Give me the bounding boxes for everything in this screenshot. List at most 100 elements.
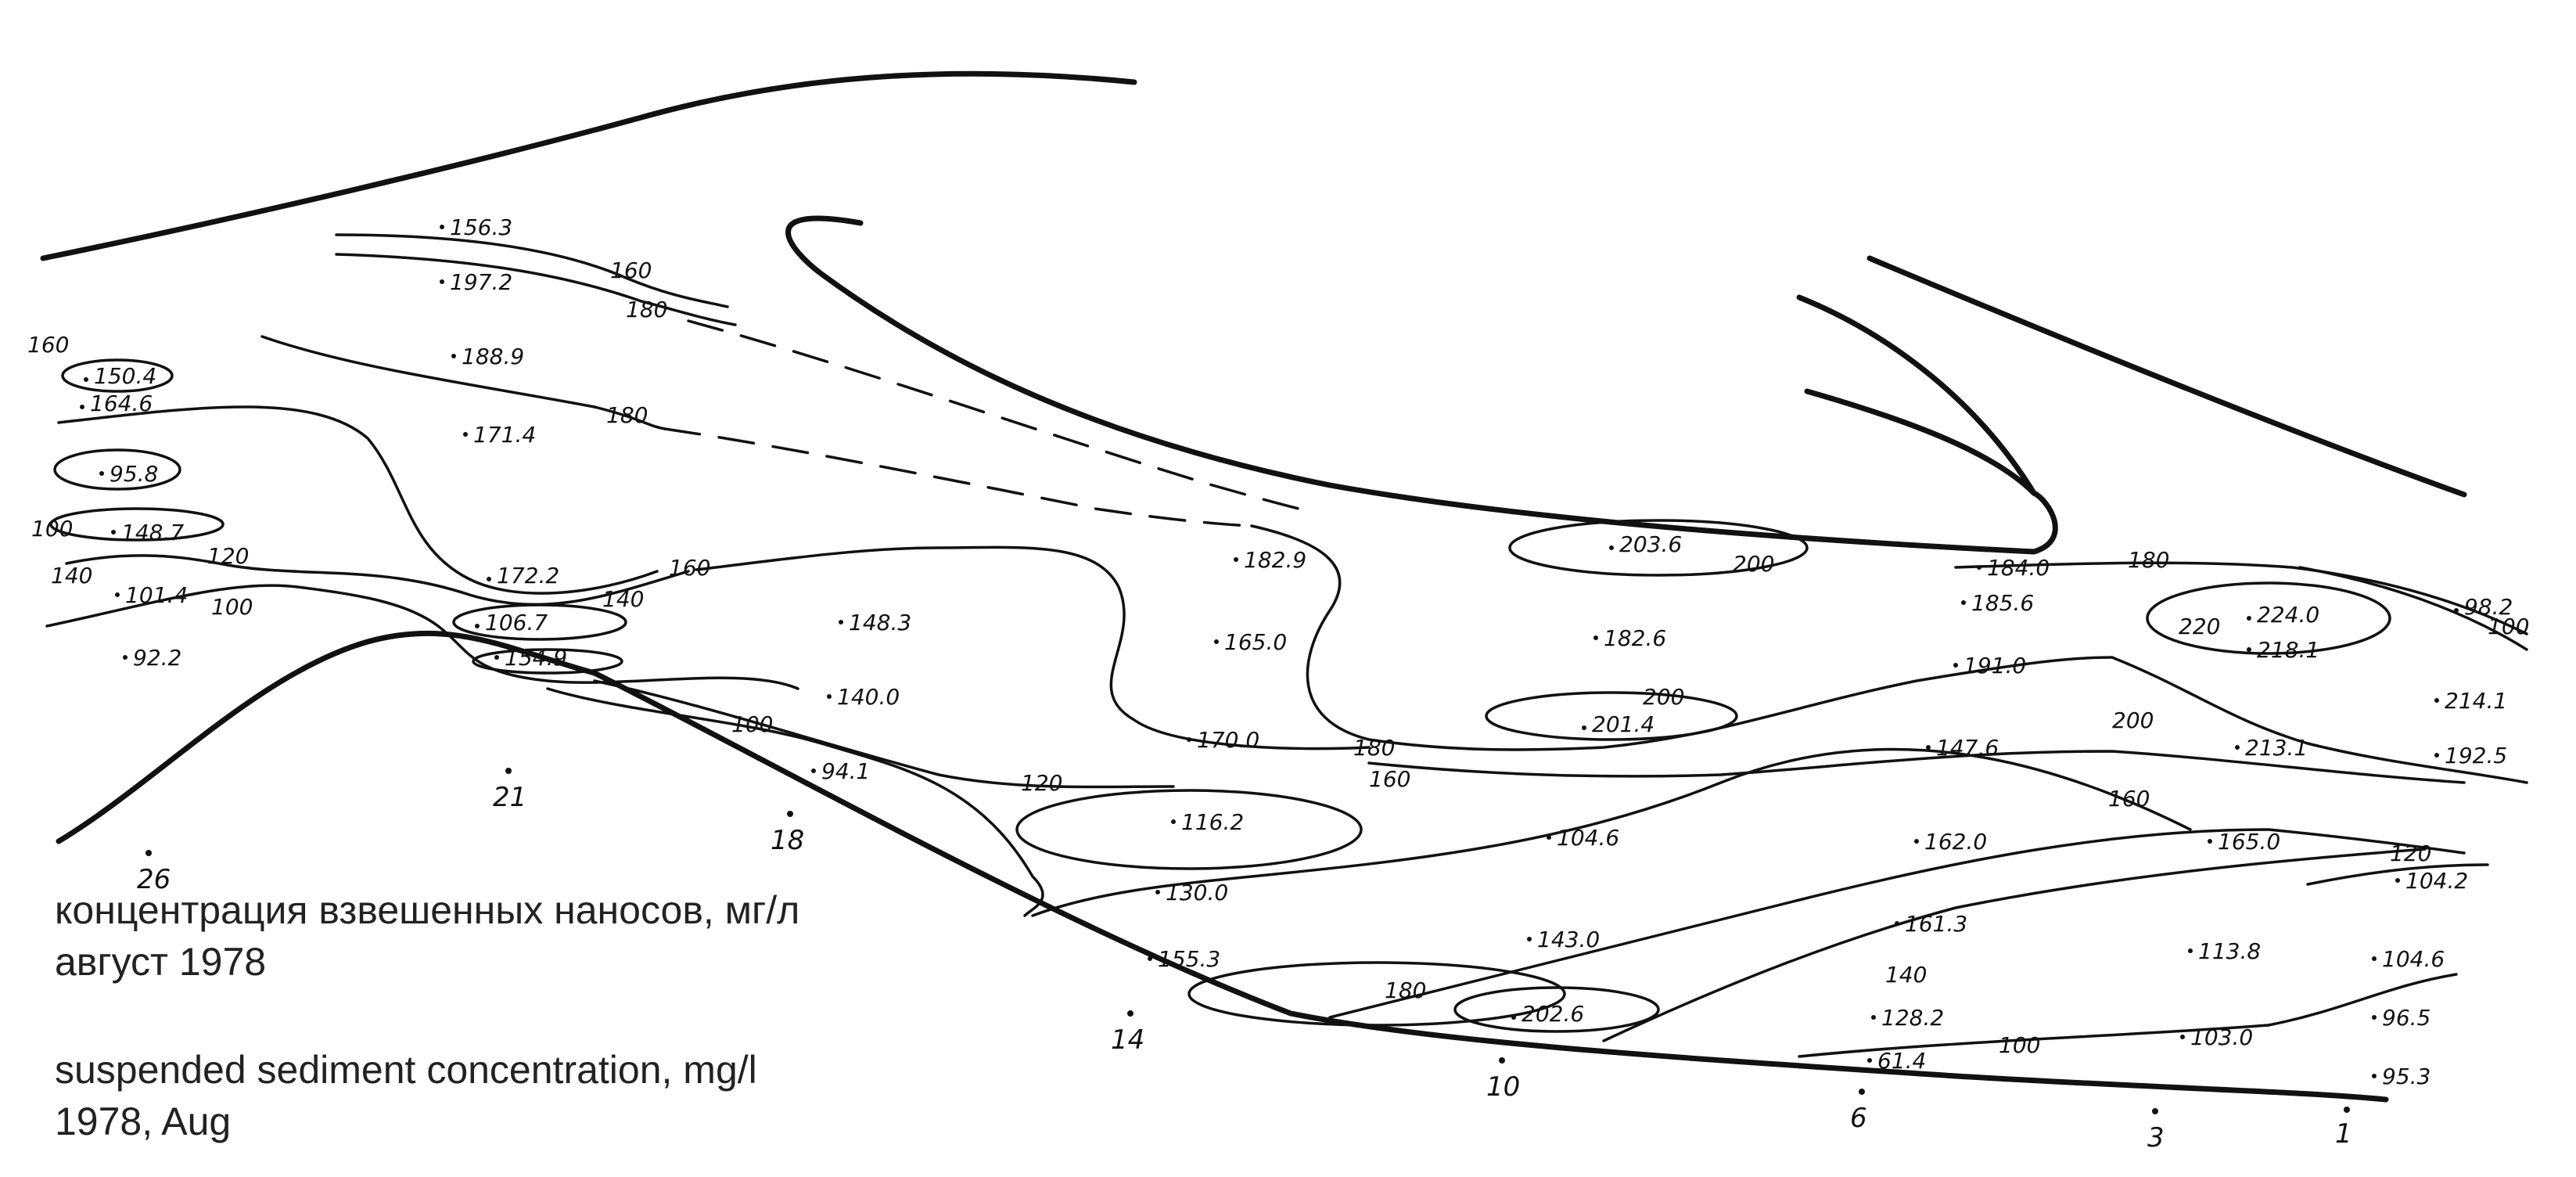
measurement-value: 104.2: [2405, 868, 2468, 894]
isoline-loop-180-south[interactable]: [1187, 961, 1566, 1027]
measurement-value: 95.3: [2382, 1064, 2430, 1089]
measurement-value: 147.6: [1936, 735, 1999, 761]
measurement-value: 192.5: [2445, 743, 2507, 768]
station-label: 14: [1111, 1024, 1144, 1056]
measurement-value: 148.7: [121, 520, 184, 545]
isoline-120-south: [593, 679, 1175, 789]
caption-english: suspended sediment concentration, mg/l 1…: [55, 1044, 757, 1147]
isoline-label: 180: [626, 297, 667, 322]
measurement-value: 201.4: [1592, 711, 1654, 737]
isoline-120-east: [2306, 863, 2489, 886]
measurement-value: 218.1: [2257, 637, 2319, 663]
isoline-label: 160: [2108, 786, 2150, 812]
measurement-value: 116.2: [1181, 809, 1244, 835]
isoline-label: 180: [606, 402, 648, 428]
shoreline-south: [56, 630, 2389, 1103]
isoline-100-west: [45, 584, 299, 628]
isoline-label: 140: [1885, 962, 1927, 988]
measurement-value: 140.0: [837, 684, 900, 710]
isoline-label: 160: [610, 257, 652, 283]
isoline-label: 180: [1385, 977, 1426, 1003]
measurement-value: 171.4: [473, 422, 536, 448]
measurement-value: 148.3: [849, 610, 911, 635]
measurement-value: 150.4: [94, 363, 156, 389]
isoline-160-long: [1367, 750, 2466, 784]
measurement-value: 92.2: [133, 645, 181, 671]
station-label: 6: [1850, 1103, 1867, 1134]
measurement-value: 130.0: [1166, 880, 1228, 905]
isoline-label: 220: [2179, 614, 2220, 639]
isoline-label: 120: [207, 543, 249, 569]
caption-en-line2: 1978, Aug: [55, 1100, 232, 1143]
measurement-value: 128.2: [1881, 1005, 1944, 1031]
measurement-value: 96.5: [2382, 1005, 2430, 1031]
measurement-value: 213.1: [2245, 735, 2308, 761]
isoline-label: 200: [1643, 684, 1684, 710]
isoline-loop-202[interactable]: [1453, 986, 1660, 1033]
measurement-value: 184.0: [1987, 555, 2050, 581]
shoreline-north-middle: [785, 215, 2058, 555]
measurement-value: 191.0: [1963, 653, 2026, 678]
isoline-loop-150: [61, 358, 174, 393]
isoline-label: 100: [731, 711, 773, 737]
measurement-value: 61.4: [1877, 1048, 1926, 1074]
caption-russian: концентрация взвешенных наносов, мг/л ав…: [55, 884, 799, 988]
isoline-loop-201[interactable]: [1485, 691, 1738, 741]
isoline-labels: 160 180 180 160 100 140 120 100 160 140 …: [27, 257, 2529, 1058]
measurement-value: 165.0: [1224, 629, 1287, 655]
isoline-180-central: [1250, 524, 2114, 751]
isoline-label: 180: [1353, 735, 1395, 761]
measurement-value: 203.6: [1619, 531, 1682, 557]
isoline-180-northeast: [1954, 561, 2528, 635]
measurement-value: 104.6: [1557, 825, 1619, 851]
measurement-value: 224.0: [2257, 602, 2319, 628]
measurement-value: 164.6: [90, 391, 153, 416]
measurement-value: 185.6: [1971, 590, 2034, 616]
isoline-loop-203[interactable]: [1508, 519, 1809, 577]
isoline-180-mid: [260, 335, 666, 430]
station-label: 21: [493, 782, 526, 813]
isoline-label: 140: [602, 586, 644, 612]
measurement-value: 104.6: [2382, 946, 2445, 972]
isoline-180-northwest: [335, 253, 737, 326]
station-label: 26: [137, 864, 171, 895]
station-labels: 26 21 18 14 10 6 3 1: [137, 782, 2352, 1154]
measurement-value: 165.0: [2218, 829, 2280, 855]
shoreline-north-right-1: [1866, 255, 2467, 498]
shoreline-north-right-2: [1804, 388, 2037, 496]
measurement-value: 197.2: [450, 269, 512, 295]
isoline-180-dashed-upper[interactable]: [687, 319, 1300, 510]
isoline-label: 140: [51, 563, 92, 588]
isoline-loop-116: [1015, 789, 1363, 870]
isoline-loop-224[interactable]: [2146, 581, 2391, 655]
isoline-200-northeast: [2111, 656, 2528, 784]
measurement-labels: 156.3 197.2 188.9 171.4 150.4 164.6 95.8…: [90, 214, 2513, 1089]
isoline-label: 100: [1999, 1032, 2040, 1058]
isoline-100-southeast: [1798, 973, 2458, 1058]
caption-ru-line2: август 1978: [55, 940, 267, 984]
isoline-100-south: [546, 687, 1044, 917]
measurement-value: 161.3: [1905, 911, 1967, 937]
isoline-loop-95: [53, 448, 181, 491]
station-label: 1: [2335, 1118, 2352, 1150]
isoline-label: 120: [2390, 840, 2431, 866]
measurement-value: 143.0: [1537, 927, 1600, 952]
shoreline-north-left: [40, 70, 1137, 261]
station-label: 10: [1486, 1071, 1520, 1103]
measurement-value: 162.0: [1924, 829, 1987, 855]
measurement-value: 172.2: [497, 563, 559, 588]
caption-ru-line1: концентрация взвешенных наносов, мг/л: [55, 888, 800, 932]
isoline-140-southeast: [1602, 848, 2427, 1042]
isoline-loop-154: [472, 648, 623, 675]
measurement-value: 98.2: [2464, 594, 2513, 620]
isoline-label: 120: [1021, 770, 1062, 796]
measurement-value: 154.9: [505, 645, 567, 671]
measurement-value: 202.6: [1522, 1001, 1584, 1027]
measurement-value: 103.0: [2190, 1024, 2253, 1050]
isoline-label: 100: [31, 516, 73, 542]
isoline-160-northwest: [335, 233, 729, 308]
isoline-loop-106: [452, 603, 627, 641]
isoline-180-dashed-lower[interactable]: [663, 427, 1253, 527]
isoline-label: 180: [2128, 547, 2169, 573]
